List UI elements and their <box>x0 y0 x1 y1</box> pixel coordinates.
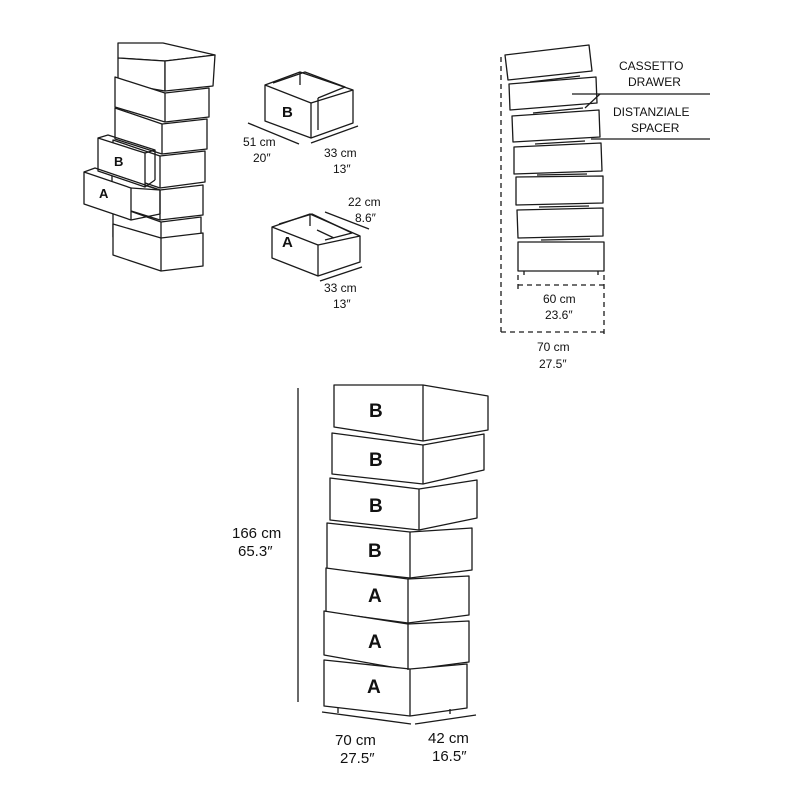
front-drawer-letter-4: B <box>368 541 382 562</box>
front-depth-cm: 42 cm <box>428 730 469 747</box>
side-drawer-4 <box>513 142 603 175</box>
front-drawer-letter-1: B <box>369 401 383 422</box>
front-width-cm: 70 cm <box>335 732 376 749</box>
front-drawer-3 <box>329 477 478 531</box>
drawer-a-height-in: 8.6″ <box>355 211 377 225</box>
drawer-b-detail <box>264 71 354 139</box>
side-view <box>504 44 710 275</box>
drawer-b-depth-dimension-line <box>247 122 300 145</box>
iso-label-b: B <box>114 154 123 169</box>
front-width-in: 27.5″ <box>340 750 375 767</box>
side-drawer-1 <box>504 44 593 81</box>
front-height-cm: 166 cm <box>232 525 281 542</box>
label-spacer: SPACER <box>631 121 680 135</box>
isometric-stack <box>83 42 216 272</box>
front-drawer-1 <box>333 384 489 442</box>
side-inner-width-in: 23.6″ <box>545 308 573 322</box>
iso-drawer-1-side <box>164 54 216 92</box>
side-drawer-2 <box>508 76 598 111</box>
drawer-b-width-dimension-line <box>310 125 359 144</box>
drawer-a-letter: A <box>282 234 293 251</box>
front-drawer-4 <box>326 522 473 579</box>
drawer-b-depth-cm: 51 cm <box>243 135 276 149</box>
drawer-b-letter: B <box>282 104 293 121</box>
front-drawer-2 <box>331 432 485 485</box>
drawer-b-width-in: 13″ <box>333 162 351 176</box>
label-drawer: DRAWER <box>628 75 681 89</box>
iso-label-a: A <box>99 186 109 201</box>
drawer-b-width-cm: 33 cm <box>324 146 357 160</box>
front-width-dimension-line <box>321 711 412 725</box>
front-drawer-7 <box>323 659 468 717</box>
side-drawer-7 <box>517 241 605 272</box>
drawer-b-depth-in: 20″ <box>253 151 271 165</box>
front-view <box>323 384 489 717</box>
front-depth-in: 16.5″ <box>432 748 467 765</box>
side-drawer-6 <box>516 207 604 239</box>
side-outer-width-in: 27.5″ <box>539 357 567 371</box>
drawer-a-detail <box>271 213 361 277</box>
drawer-a-height-cm: 22 cm <box>348 195 381 209</box>
side-dimension-dashes <box>500 57 605 335</box>
drawer-a-width-in: 13″ <box>333 297 351 311</box>
drawer-a-width-cm: 33 cm <box>324 281 357 295</box>
front-drawer-letter-5: A <box>368 586 382 607</box>
drawer-a-width-dimension-line <box>319 266 363 282</box>
front-height-in: 65.3″ <box>238 543 273 560</box>
side-inner-width-cm: 60 cm <box>543 292 576 306</box>
side-outer-width-cm: 70 cm <box>537 340 570 354</box>
front-drawer-letter-7: A <box>367 677 381 698</box>
side-drawer-5 <box>515 175 604 206</box>
front-drawer-letter-3: B <box>369 496 383 517</box>
label-cassetto: CASSETTO <box>619 59 683 73</box>
side-drawer-3 <box>511 109 601 143</box>
front-drawer-letter-2: B <box>369 450 383 471</box>
drawer-a-height-dimension-line <box>324 211 370 230</box>
label-distanziale: DISTANZIALE <box>613 105 689 119</box>
front-drawer-letter-6: A <box>368 632 382 653</box>
front-depth-dimension-line <box>414 714 477 725</box>
